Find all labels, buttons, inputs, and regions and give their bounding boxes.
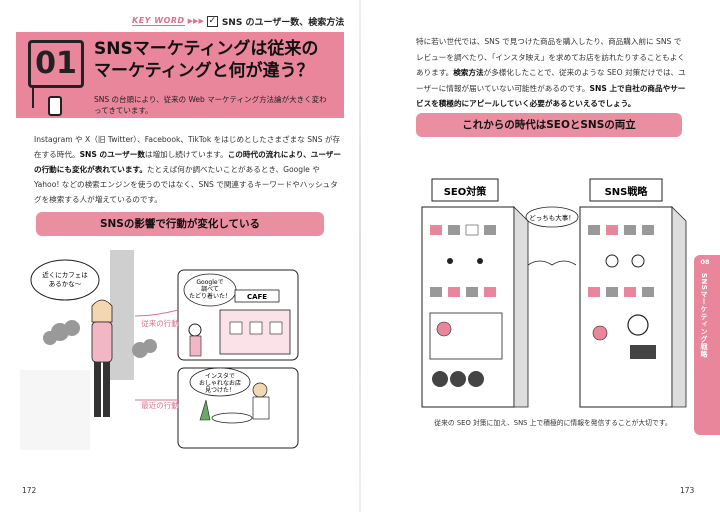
page-subtitle: SNS の台頭により、従来の Web マーケティング方法論が大きく変わってきてい… [94,95,327,115]
right-body-text: 特に若い世代では、SNS で見つけた商品を購入したり、商品購入前に SNS でレ… [416,34,688,112]
sns-sign [589,178,663,202]
insta-bubble-text: インスタでおしゃれなお店見つけた！ [199,372,241,394]
body-highlight: SNS のユーザー数 [79,150,145,159]
illustration-caption: 従来の SEO 対策に加え、SNS 上で積極的に情報を発信することが大切です。 [434,419,672,427]
chapter-label: SNSマーケティング戦略 [700,273,708,358]
seo-windows [430,224,496,297]
speech-bubble [30,259,100,301]
title-line-2: マーケティングと何が違う？ [94,61,314,81]
keyword-header: KEY WORD ▶▶▶ ✓ SNS のユーザー数、検索方法 [132,14,344,28]
left-banner: SNSの影響で行動が変化している [36,212,324,236]
connector-line [32,88,34,108]
body-text: 特に若い世代では、SNS で見つけた商品を購入したり、商品購入前に SNS でレ… [416,37,685,77]
page-number-left: 172 [22,486,37,495]
label-new-behavior: 最近の行動 [141,400,179,410]
woman-leg [94,362,101,417]
keyword-arrows: ▶▶▶ [187,17,204,25]
body-text: が多様化したことで、従来のような SEO 対策だけでは、ユーザーに情報が届いてい… [416,68,686,93]
behavior-illustration: 近くにカフェはあるかな〜 Googleで調べてたどり着いた！ CAFE 従来の行… [20,250,299,450]
insta-bubble [189,367,251,397]
seo-sign [431,178,499,202]
sns-sign-text: SNS戦略 [605,185,649,198]
pillar [110,250,134,380]
camera [630,345,656,359]
gutter [359,0,361,512]
body-text: は増加し続けています。 [144,150,228,159]
plant [199,399,211,421]
body-text: Instagram や X（旧 Twitter）、Facebook、TikTok… [34,135,341,159]
keyword-text: SNS のユーザー数、検索方法 [221,17,345,28]
title-line-1: SNSマーケティングは従来の [94,39,319,59]
section-number-box: 01 [28,40,84,88]
both-important-text: どっちも大事！ [529,213,575,222]
floor [20,370,90,450]
section-number: 01 [35,46,77,81]
google-bubble-text: Googleで調べてたどり着いた！ [189,279,231,300]
sns-building [579,206,673,408]
person-head [188,323,202,337]
both-important-bubble [525,206,579,228]
ring-light [627,314,649,336]
right-banner: これからの時代はSEOとSNSの両立 [416,113,682,137]
chapter-side-tab: 08 SNSマーケティング戦略 [694,255,720,435]
handshake [527,260,577,266]
page-number-right: 173 [680,486,695,495]
body-highlight: この時代の流れにより、ユーザーの行動にも変化が表れています。 [34,150,341,174]
check-icon: ✓ [206,15,218,27]
page-title: SNSマーケティングは従来の マーケティングと何が違う？ [94,38,340,82]
woman-leg [103,362,110,417]
chapter-number: 08 [700,258,710,266]
cafe-sign [234,289,280,303]
cafe-sign-text: CAFE [247,293,267,301]
woman-top [91,321,113,363]
presentation-board [429,312,503,360]
sns-windows [588,225,654,297]
keyword-tag: KEY WORD [132,16,185,26]
seo-sign-text: SEO対策 [444,185,488,198]
bubble-woman-text: 近くにカフェはあるかな〜 [42,270,88,288]
label-old-behavior: 従来の行動 [141,318,179,328]
creator-head [592,325,608,341]
table [211,412,253,424]
woman-hair [91,299,113,323]
seo-sns-illustration: SEO対策 どっちも大事！ SNS戦略 [421,178,687,408]
arrow-old [134,309,179,317]
left-body-text: Instagram や X（旧 Twitter）、Facebook、TikTok… [34,132,342,207]
smartphone-icon [48,96,62,116]
body-highlight: 検索方法 [453,68,484,77]
woman2-head [252,382,268,398]
body-text: たとえば何か調べたいことがあるとき、Google や Yahoo! などの検索エ… [34,165,338,204]
body-highlight: SNS 上で自社の商品やサービスを積極的にアピールしていく必要があるといえるでし… [416,83,686,109]
